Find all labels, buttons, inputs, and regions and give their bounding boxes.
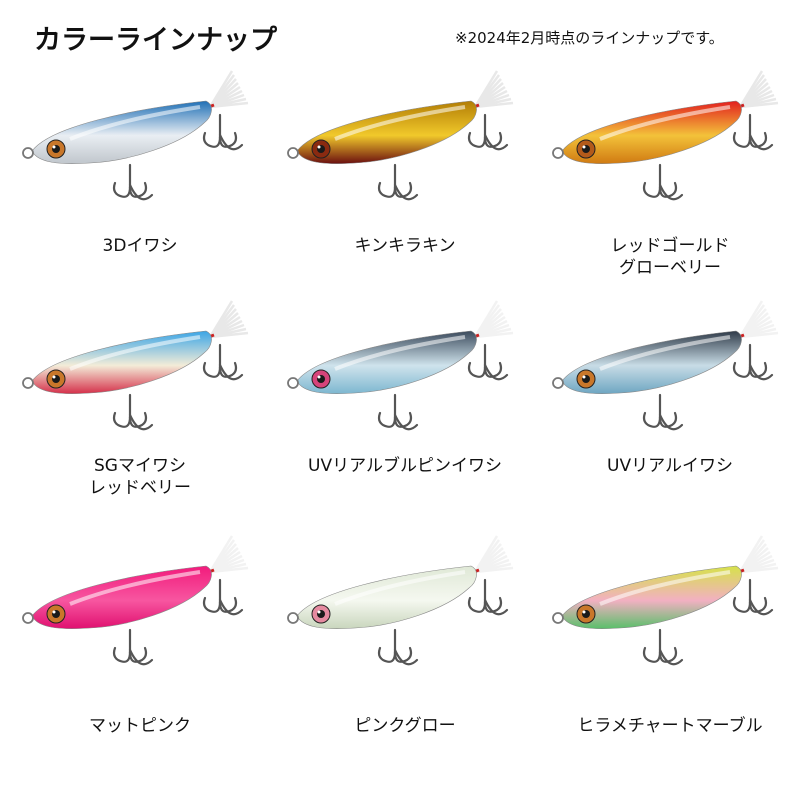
lure-tail-tinsel (738, 535, 779, 574)
belly-treble-hook (377, 628, 419, 666)
tail-treble-hook (732, 343, 774, 381)
lure-color-name: UVリアルブルピンイワシ (308, 456, 502, 476)
lure-image (287, 70, 514, 201)
belly-treble-hook (642, 393, 684, 431)
belly-treble-hook (112, 393, 154, 431)
lure-body (31, 330, 212, 394)
lure-image (22, 70, 249, 201)
tail-treble-hook (202, 578, 244, 616)
lure-card: UVリアルブルピンイワシ (275, 295, 535, 545)
lure-tail-tinsel (473, 70, 514, 109)
tail-treble-hook (732, 113, 774, 151)
lure-body (31, 100, 212, 164)
lure-card: レッドゴールド グローベリー (540, 65, 800, 315)
lure-body (296, 100, 477, 164)
lure-body (296, 565, 477, 629)
lure-color-name: SGマイワシ レッドベリー (89, 456, 191, 498)
belly-treble-hook (377, 163, 419, 201)
page-title: カラーラインナップ (34, 25, 277, 56)
lure-card: キンキラキン (275, 65, 535, 315)
lure-image (287, 535, 514, 666)
lure-color-name: キンキラキン (354, 236, 456, 256)
belly-treble-hook (377, 393, 419, 431)
tail-treble-hook (467, 113, 509, 151)
lure-tail-tinsel (208, 535, 249, 574)
lure-image (552, 70, 779, 201)
lure-tail-tinsel (208, 70, 249, 109)
lure-color-name: UVリアルイワシ (607, 456, 733, 476)
belly-treble-hook (642, 163, 684, 201)
tail-treble-hook (202, 343, 244, 381)
lure-body (296, 330, 477, 394)
belly-treble-hook (642, 628, 684, 666)
tail-treble-hook (732, 578, 774, 616)
tail-treble-hook (467, 343, 509, 381)
lure-color-name: ヒラメチャートマーブル (577, 716, 763, 736)
lure-body (561, 565, 742, 629)
lure-image (552, 535, 779, 666)
lure-tail-tinsel (738, 300, 779, 339)
lure-tail-tinsel (473, 300, 514, 339)
lure-image (287, 300, 514, 431)
lineup-note: ※2024年2月時点のラインナップです。 (455, 29, 724, 47)
lure-color-name: マットピンク (89, 716, 191, 736)
lure-body (561, 330, 742, 394)
lure-card: ピンクグロー (275, 530, 535, 780)
lure-tail-tinsel (738, 70, 779, 109)
lure-tail-tinsel (208, 300, 249, 339)
lure-card: マットピンク (10, 530, 270, 780)
lure-image (22, 300, 249, 431)
lure-color-name: レッドゴールド グローベリー (610, 236, 730, 278)
lure-body (31, 565, 212, 629)
lure-image (552, 300, 779, 431)
lure-card: SGマイワシ レッドベリー (10, 295, 270, 545)
lure-body (561, 100, 742, 164)
lure-card: ヒラメチャートマーブル (540, 530, 800, 780)
belly-treble-hook (112, 163, 154, 201)
lure-color-name: ピンクグロー (354, 716, 456, 736)
lure-color-name: 3Dイワシ (102, 236, 178, 256)
lure-image (22, 535, 249, 666)
tail-treble-hook (202, 113, 244, 151)
tail-treble-hook (467, 578, 509, 616)
lure-tail-tinsel (473, 535, 514, 574)
belly-treble-hook (112, 628, 154, 666)
lure-card: 3Dイワシ (10, 65, 270, 315)
lure-card: UVリアルイワシ (540, 295, 800, 545)
